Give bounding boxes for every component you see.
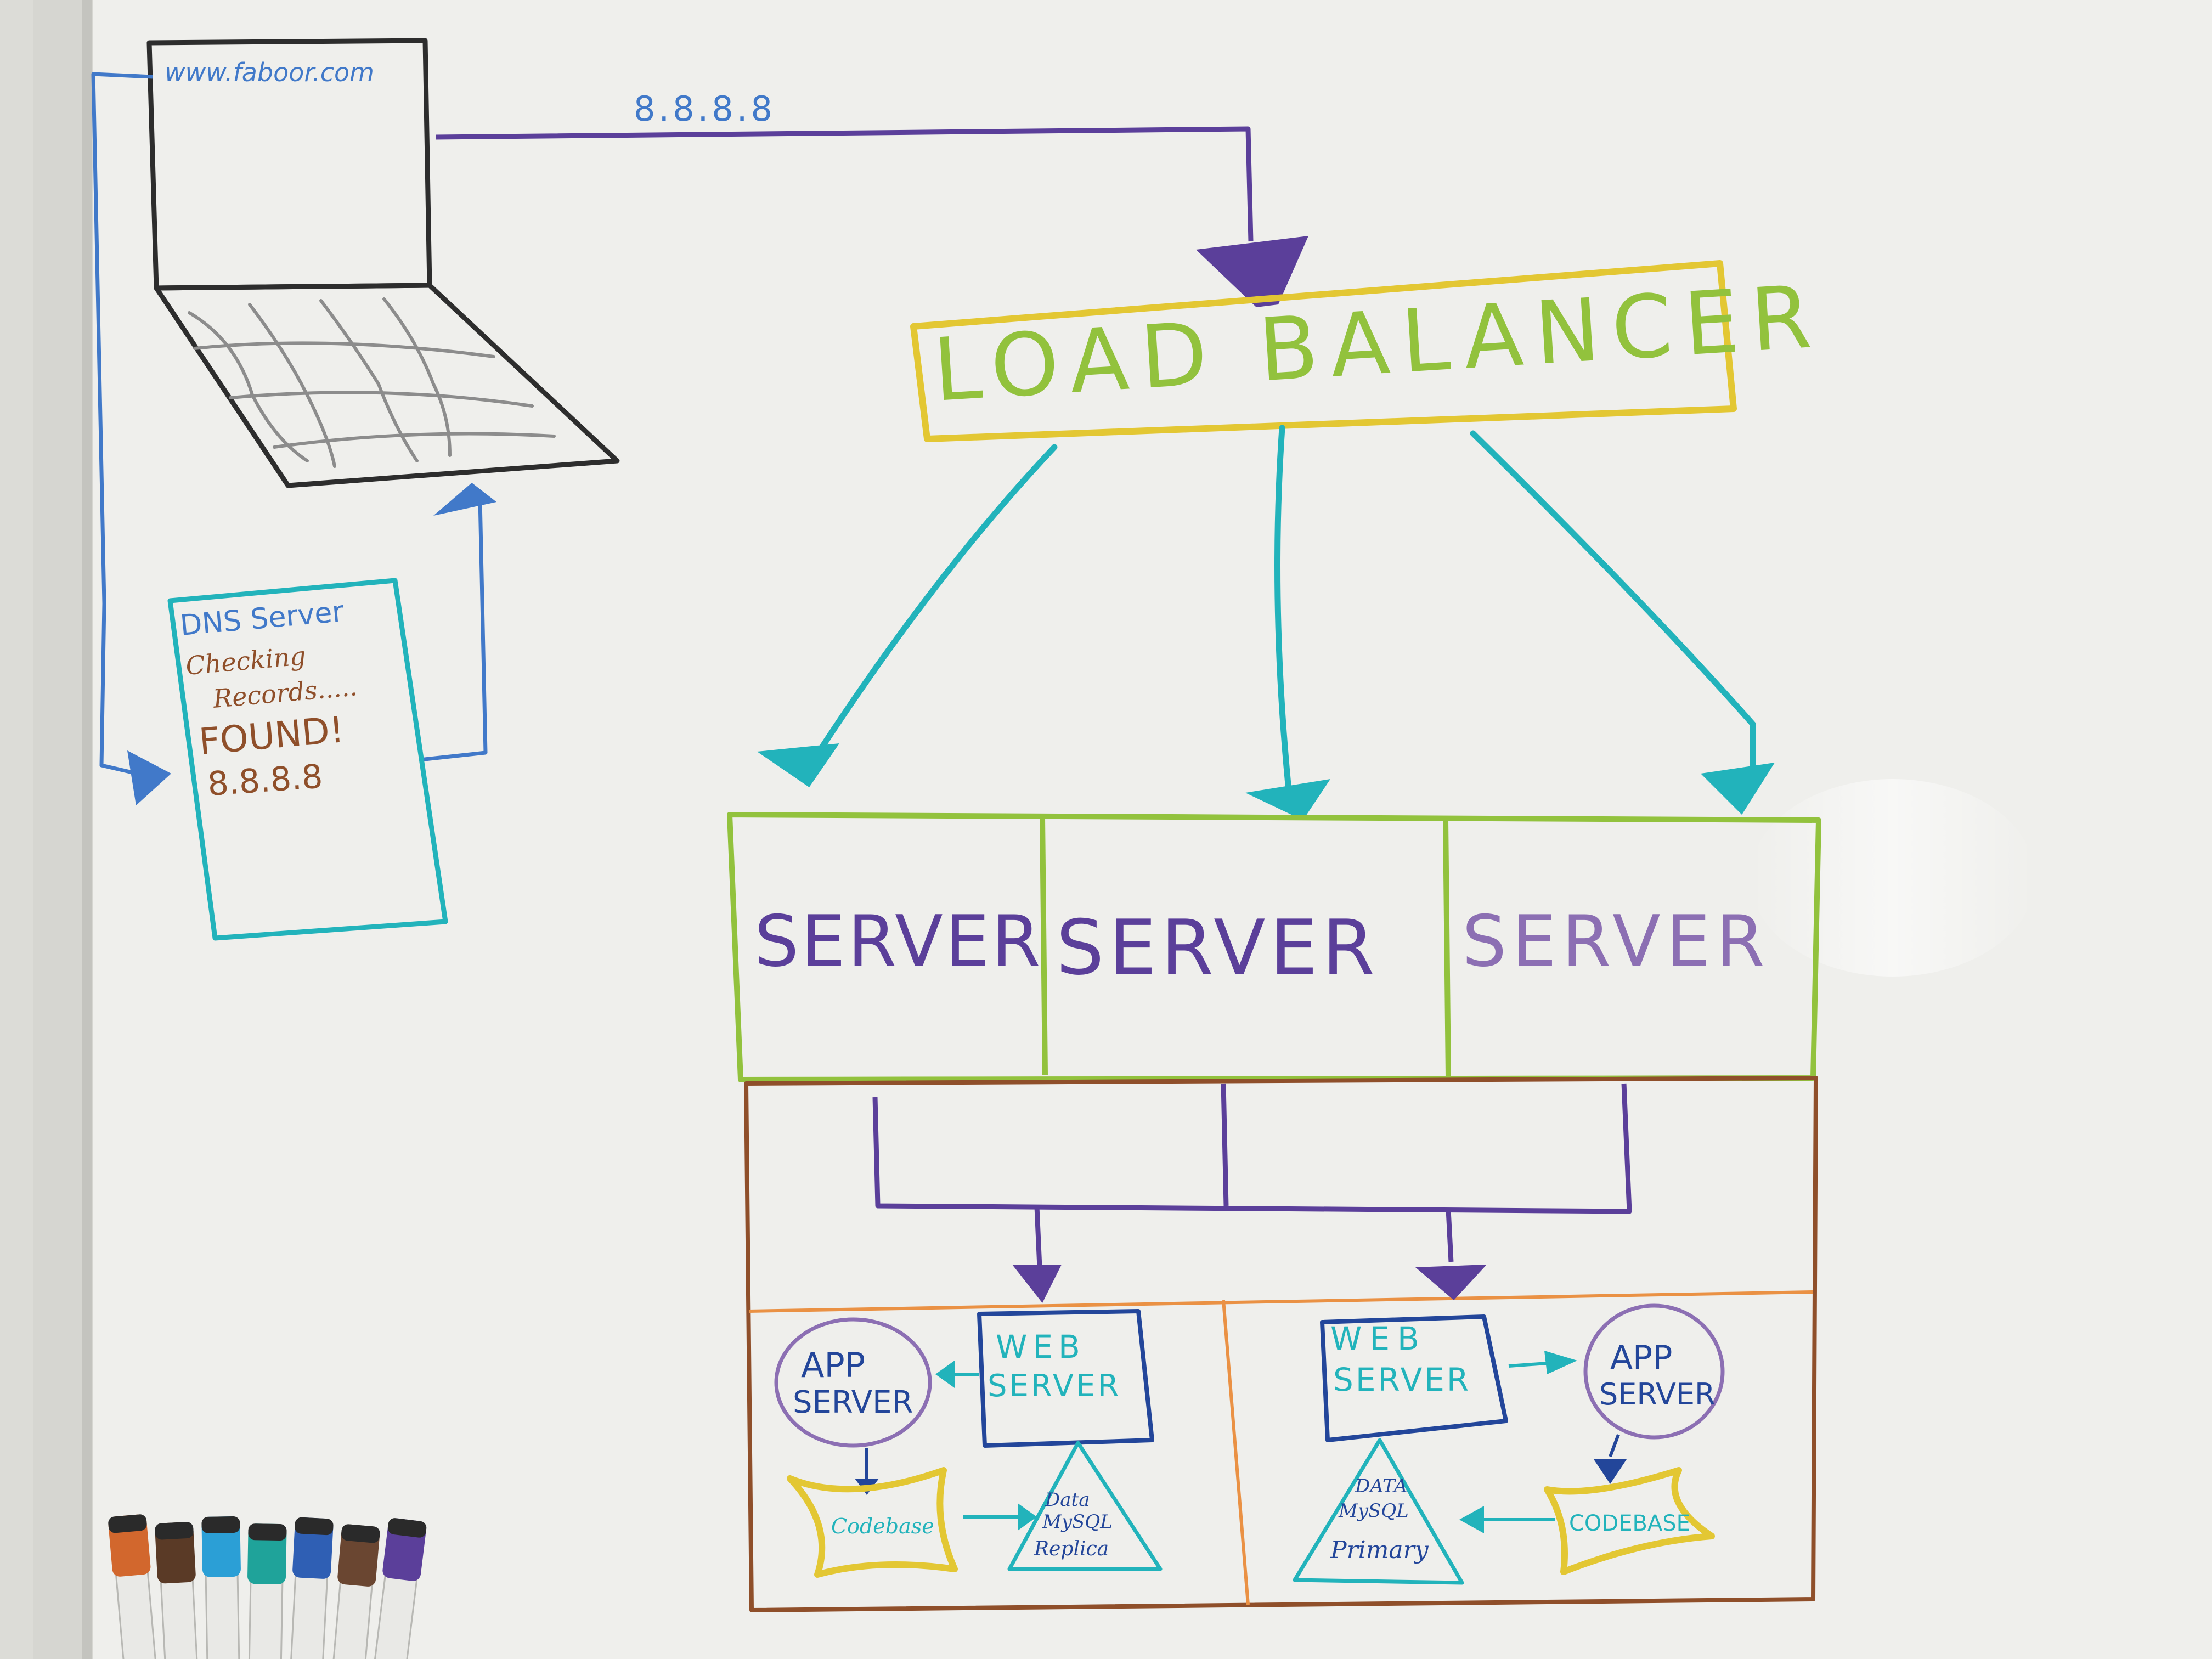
right-app-codebase-arrowhead (1594, 1459, 1627, 1484)
left-db-triangle (1007, 1441, 1163, 1571)
right-app-server-line2: SERVER (1599, 1377, 1716, 1412)
laptop-keyboard (188, 297, 556, 468)
right-web-server-box (1320, 1314, 1508, 1442)
lb-arrows (809, 425, 1756, 799)
laptop-url: www.faboor.com (165, 58, 374, 87)
stack-arrowhead-right (1415, 1265, 1487, 1300)
right-app-server-circle (1583, 1304, 1725, 1440)
right-web-app-arrow (1508, 1362, 1548, 1368)
right-codebase-db-arrowhead (1459, 1506, 1484, 1533)
server-label-1: SERVER (754, 901, 1042, 983)
left-web-server-box (977, 1309, 1154, 1448)
server-label-2: SERVER (1056, 904, 1379, 992)
brown-marker[interactable] (155, 1521, 204, 1659)
dark-brown-marker[interactable] (324, 1523, 380, 1659)
server-row: SERVER SERVER SERVER (727, 812, 1821, 1082)
request-ip-label: 8.8.8.8 (634, 89, 776, 129)
laptop: www.faboor.com (146, 38, 620, 488)
lb-arrow-right (1470, 430, 1756, 777)
left-codebase-db-arrowhead (1018, 1503, 1037, 1531)
laptop-base (154, 283, 620, 488)
right-app-codebase-arrow (1609, 1434, 1620, 1458)
light-blue-marker[interactable] (201, 1516, 243, 1659)
right-db-line2: MySQL (1338, 1500, 1409, 1522)
lb-arrowhead-left (757, 743, 839, 787)
teal-marker[interactable] (245, 1523, 287, 1659)
left-stack: WEB SERVER APP SERVER Codebase Data MySQ… (774, 1309, 1163, 1578)
dns-response-connector (419, 499, 488, 762)
lb-arrowhead-right (1701, 763, 1775, 815)
board-frame-edge (82, 0, 92, 1659)
left-codebase-shape (787, 1467, 958, 1578)
dns-response-arrowhead (433, 483, 496, 516)
server-divider-1 (1040, 817, 1048, 1076)
left-db-line2: MySQL (1042, 1511, 1113, 1533)
left-web-server-line1: WEB (996, 1328, 1086, 1365)
marker-tray (108, 1514, 427, 1659)
left-app-server-line1: APP (801, 1345, 865, 1385)
right-web-server-line2: SERVER (1333, 1361, 1471, 1398)
left-db-line3: Replica (1034, 1538, 1109, 1560)
server-divider-2 (1443, 820, 1451, 1079)
right-db-line3: Primary (1330, 1536, 1429, 1564)
dns-ip-text: 8.8.8.8 (206, 757, 324, 803)
right-codebase-shape (1544, 1467, 1715, 1575)
glare (1750, 779, 2035, 977)
right-app-server-line1: APP (1610, 1339, 1672, 1377)
load-balancer-outline (910, 260, 1737, 442)
lb-arrowhead-middle (1245, 779, 1330, 820)
lb-arrow-left (809, 444, 1058, 766)
dns-query-connector (91, 72, 153, 776)
stack-divider-horizontal (748, 1290, 1814, 1313)
stack-arrowhead-left (1012, 1265, 1062, 1303)
dns-server-outline (167, 578, 448, 941)
request-arrowhead (1196, 236, 1308, 307)
orange-marker[interactable] (108, 1514, 163, 1659)
right-db-triangle (1293, 1438, 1464, 1585)
left-app-server-circle (774, 1317, 932, 1448)
right-web-app-arrowhead (1544, 1351, 1577, 1374)
blue-marker[interactable] (285, 1517, 334, 1659)
left-codebase-label: Codebase (831, 1514, 934, 1538)
purple-marker[interactable] (364, 1517, 427, 1659)
right-db-line1: DATA (1355, 1475, 1407, 1497)
distribution-lines (872, 1083, 1632, 1268)
right-stack: WEB SERVER APP SERVER CODEBASE DATA MySQ… (1293, 1304, 1725, 1585)
server-label-3: SERVER (1462, 901, 1770, 983)
left-db-line1: Data (1045, 1489, 1090, 1511)
stack-container-outline (744, 1076, 1818, 1612)
left-app-server-line2: SERVER (793, 1385, 913, 1420)
left-web-app-arrowhead (935, 1361, 955, 1388)
request-connector (436, 126, 1254, 242)
right-web-server-line1: WEB (1330, 1320, 1427, 1357)
dns-query-arrowhead (127, 751, 171, 805)
left-web-server-line2: SERVER (988, 1368, 1121, 1404)
stack-divider-vertical (1222, 1300, 1250, 1605)
lb-arrow-middle (1274, 425, 1293, 799)
right-codebase-label: CODEBASE (1569, 1511, 1690, 1536)
